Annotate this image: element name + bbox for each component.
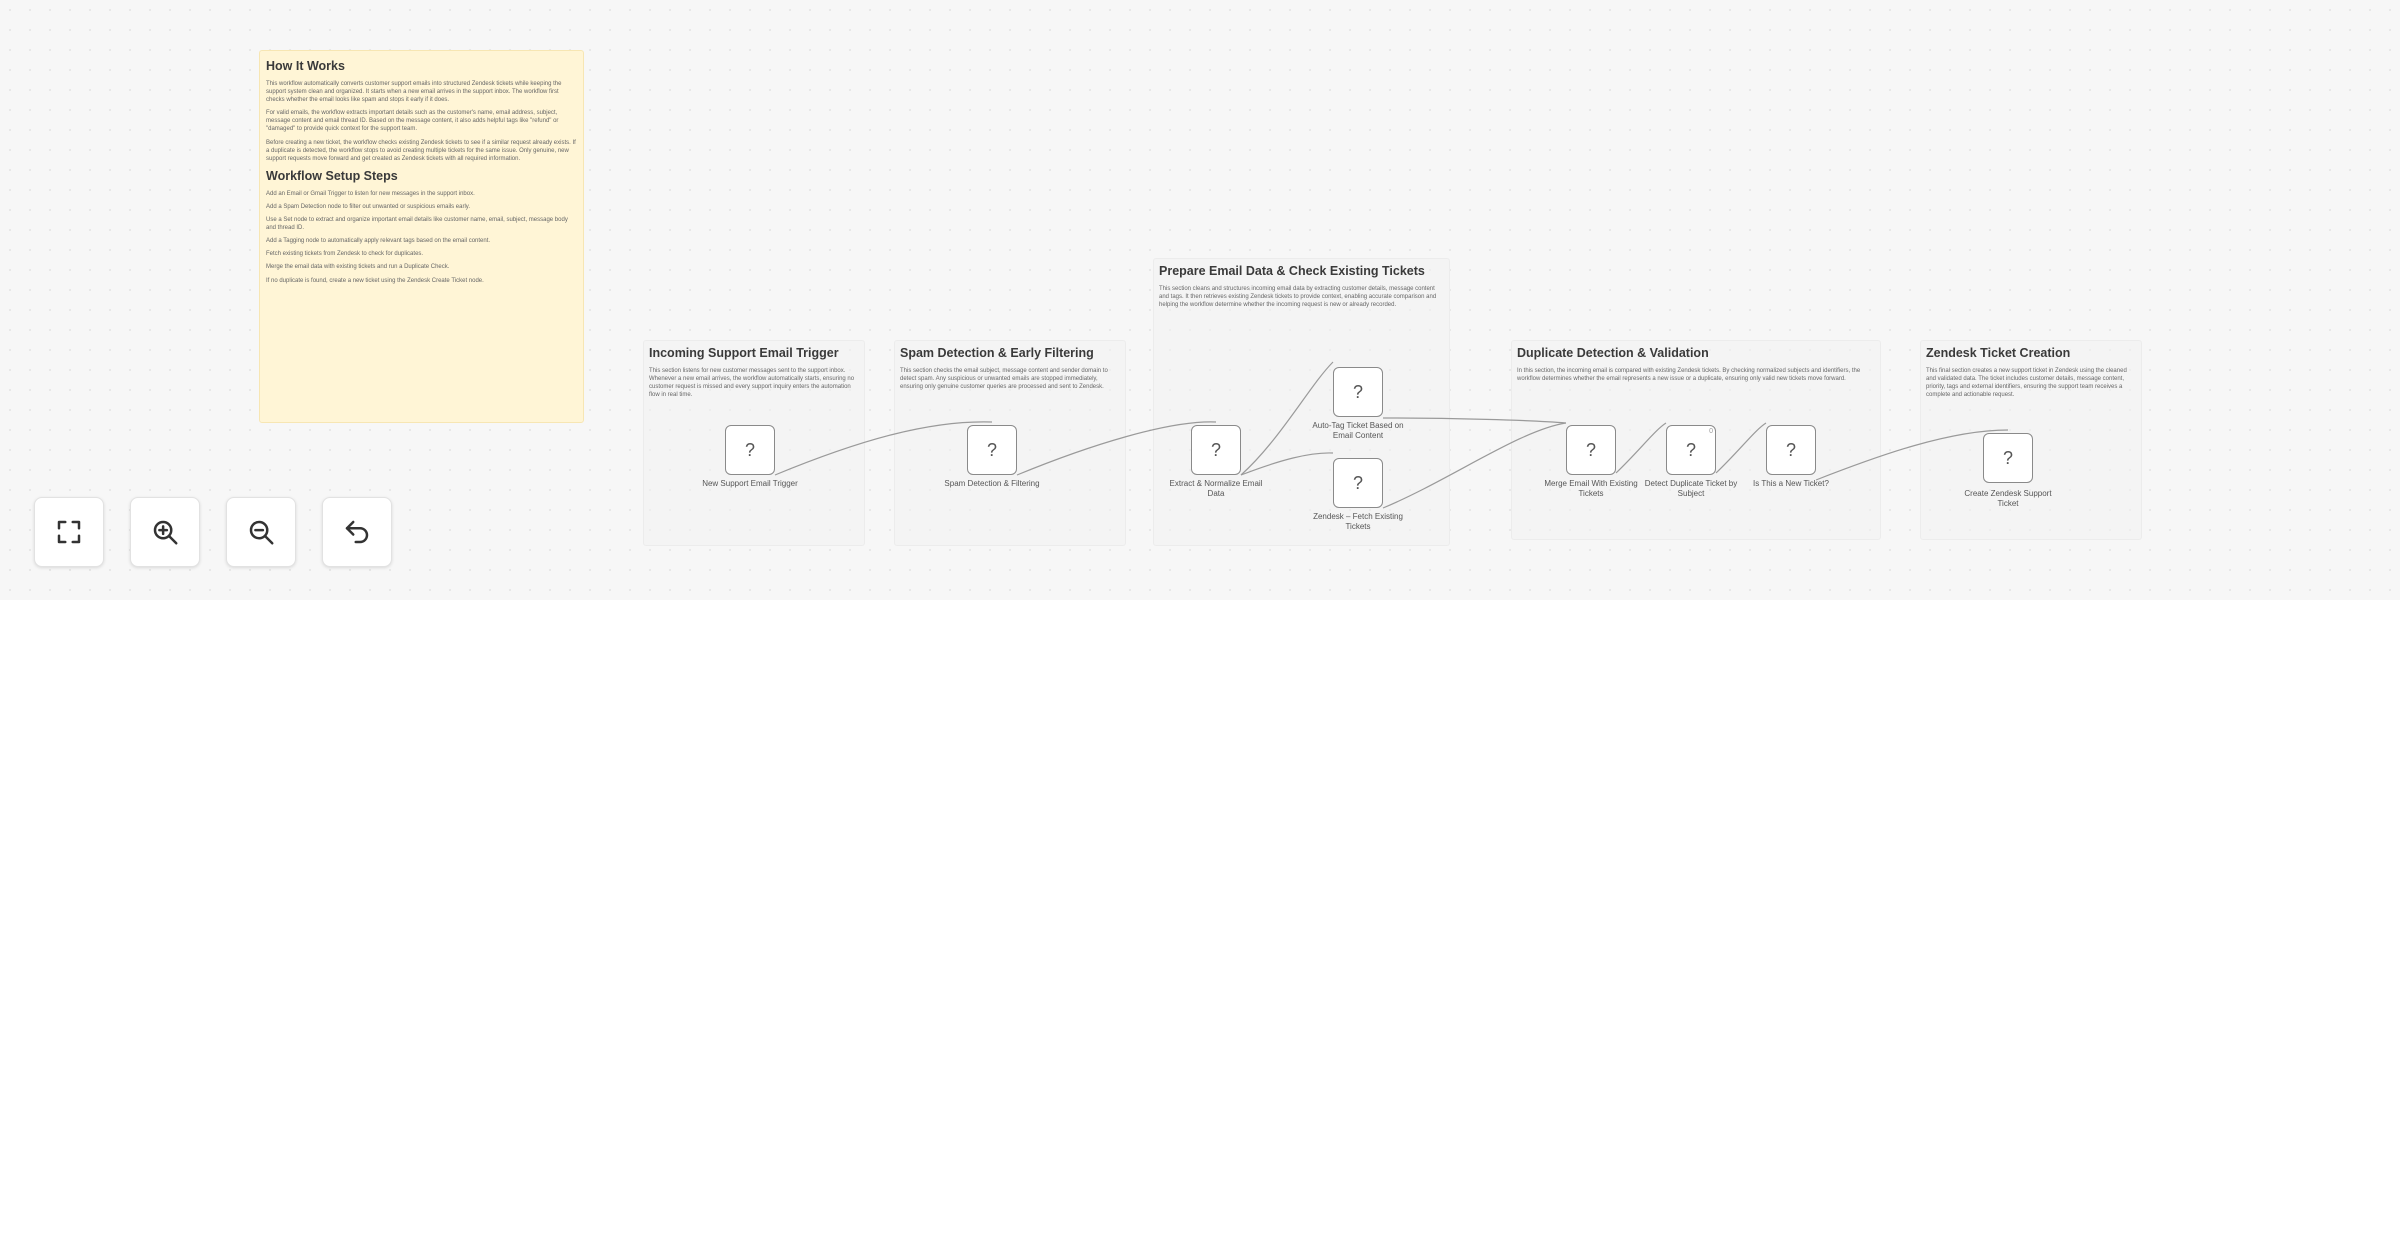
zoom-out-icon [249, 520, 274, 545]
node-spam-detection[interactable]: ? [967, 425, 1017, 475]
node-merge-email[interactable]: ? [1566, 425, 1616, 475]
unknown-node-icon: ? [1210, 439, 1221, 460]
section-title: Duplicate Detection & Validation [1517, 346, 1709, 360]
setup-step: Add a Spam Detection node to filter out … [266, 203, 470, 210]
setup-title: Workflow Setup Steps [266, 168, 398, 183]
note-title: How It Works [266, 59, 345, 73]
setup-step: If no duplicate is found, create a new t… [266, 277, 484, 284]
node-badge: 0 [1709, 428, 1713, 435]
node-label: Auto-Tag Ticket Based on Email Content [1312, 421, 1404, 441]
unknown-node-icon: ? [1585, 439, 1596, 460]
unknown-node-icon: ? [744, 439, 755, 460]
setup-step: Add an Email or Gmail Trigger to listen … [266, 190, 475, 197]
node-fetch-existing-tickets[interactable]: ? [1333, 458, 1383, 508]
how-it-works-note[interactable]: How It Works This workflow automatically… [259, 50, 584, 423]
node-label: Zendesk – Fetch Existing Tickets [1313, 512, 1403, 532]
node-label: Spam Detection & Filtering [944, 479, 1040, 488]
unknown-node-icon: ? [1685, 439, 1696, 460]
node-create-zendesk-ticket[interactable]: ? [1983, 433, 2033, 483]
node-label: Merge Email With Existing Tickets [1544, 479, 1638, 499]
node-is-new-ticket[interactable]: ? [1766, 425, 1816, 475]
zoom-out-button[interactable] [226, 497, 296, 567]
unknown-node-icon: ? [986, 439, 997, 460]
node-extract-normalize[interactable]: ? [1191, 425, 1241, 475]
setup-step: Add a Tagging node to automatically appl… [266, 238, 491, 245]
node-label: Detect Duplicate Ticket by Subject [1644, 479, 1738, 499]
reset-zoom-button[interactable] [322, 497, 392, 567]
node-new-support-email-trigger[interactable]: ? [725, 425, 775, 475]
section-title: Spam Detection & Early Filtering [900, 346, 1094, 360]
unknown-node-icon: ? [2002, 447, 2013, 468]
section-description: This section cleans and structures incom… [1159, 286, 1437, 309]
node-detect-duplicate[interactable]: ? 0 [1666, 425, 1716, 475]
node-auto-tag[interactable]: ? [1333, 367, 1383, 417]
note-paragraph: Before creating a new ticket, the workfl… [266, 139, 576, 162]
section-title: Prepare Email Data & Check Existing Tick… [1159, 264, 1425, 278]
section-title: Incoming Support Email Trigger [649, 346, 839, 360]
setup-step: Fetch existing tickets from Zendesk to c… [266, 251, 424, 258]
section-description: In this section, the incoming email is c… [1517, 368, 1861, 383]
section-description: This final section creates a new support… [1926, 368, 2127, 399]
undo-icon [345, 520, 369, 544]
section-description: This section checks the email subject, m… [900, 368, 1108, 391]
note-paragraph: For valid emails, the workflow extracts … [266, 110, 559, 133]
node-label: New Support Email Trigger [702, 479, 798, 488]
zoom-in-icon [153, 520, 178, 545]
setup-step: Merge the email data with existing ticke… [266, 264, 450, 271]
node-label: Create Zendesk Support Ticket [1964, 489, 2052, 509]
zoom-in-button[interactable] [130, 497, 200, 567]
section-title: Zendesk Ticket Creation [1926, 346, 2071, 360]
unknown-node-icon: ? [1352, 472, 1363, 493]
fullscreen-icon [57, 520, 81, 544]
node-label: Is This a New Ticket? [1753, 479, 1829, 488]
node-label: Extract & Normalize Email Data [1169, 479, 1263, 499]
unknown-node-icon: ? [1352, 381, 1363, 402]
setup-step: Use a Set node to extract and organize i… [266, 217, 568, 232]
unknown-node-icon: ? [1785, 439, 1796, 460]
fit-view-button[interactable] [34, 497, 104, 567]
section-description: This section listens for new customer me… [649, 368, 855, 399]
note-paragraph: This workflow automatically converts cus… [266, 81, 562, 104]
workflow-canvas[interactable]: How It Works This workflow automatically… [0, 0, 2400, 600]
section-prepare-data[interactable]: Prepare Email Data & Check Existing Tick… [1153, 258, 1450, 546]
